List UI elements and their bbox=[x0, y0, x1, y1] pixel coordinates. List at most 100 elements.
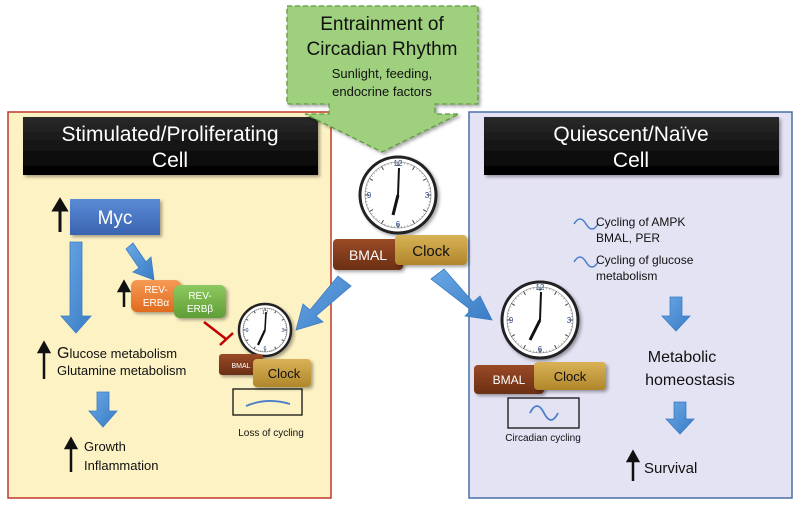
right-panel-title-line2: Cell bbox=[613, 149, 649, 172]
clock-tick bbox=[565, 300, 567, 302]
cycling-ampk-line1: Cycling of AMPK bbox=[596, 215, 685, 229]
clock-tick bbox=[373, 172, 375, 175]
down-arrow bbox=[661, 296, 691, 332]
clock-tick bbox=[563, 340, 565, 343]
clock-tick bbox=[423, 175, 425, 177]
entrainment-sub-line1: Sunlight, feeding, bbox=[332, 66, 432, 81]
clock-tick bbox=[410, 164, 412, 167]
growth-down-arrow bbox=[88, 391, 118, 428]
right-bmal-box bbox=[474, 365, 544, 394]
clock-tick bbox=[248, 315, 250, 317]
clock-tick bbox=[281, 339, 285, 342]
clock-tick bbox=[366, 184, 369, 186]
circadian-cycling-label: Circadian cycling bbox=[505, 433, 581, 444]
wave-icon bbox=[573, 256, 599, 268]
center-clock-icon: 12 3 6 9 bbox=[358, 155, 438, 235]
clock-tick bbox=[511, 303, 516, 306]
clock-tick bbox=[412, 219, 415, 224]
clock-tick bbox=[517, 343, 520, 345]
up-arrow-icon bbox=[36, 340, 52, 379]
clock-tick bbox=[369, 209, 374, 212]
clock-tick bbox=[387, 224, 389, 227]
clock-tick bbox=[569, 309, 572, 311]
clock-tick bbox=[526, 348, 528, 351]
clock-tick bbox=[520, 345, 522, 347]
cycling-glucose-line2: metabolism bbox=[596, 269, 657, 283]
clock-tick bbox=[280, 315, 282, 317]
rev-erb-alpha-box bbox=[131, 280, 181, 312]
clock-tick bbox=[552, 348, 554, 351]
clock-tick bbox=[280, 343, 282, 345]
clock-tick bbox=[568, 306, 571, 308]
entrainment-title-line1: Entrainment of bbox=[320, 14, 444, 35]
clock-numeral-6: 6 bbox=[396, 220, 401, 229]
clock-tick bbox=[513, 300, 515, 302]
clock-tick bbox=[511, 334, 516, 337]
clock-tick bbox=[247, 316, 249, 318]
myc-box bbox=[70, 199, 160, 235]
inflammation-label: Inflammation bbox=[84, 458, 158, 473]
clock-tick bbox=[247, 342, 249, 344]
clock-tick bbox=[366, 204, 369, 206]
clock-tick bbox=[375, 218, 378, 220]
clock-numeral-3: 3 bbox=[425, 191, 430, 200]
rev-erb-alpha-line2: ERBα bbox=[143, 298, 170, 309]
right-panel-title-box bbox=[484, 117, 779, 175]
clock-tick bbox=[554, 291, 557, 296]
clock-tick bbox=[564, 334, 569, 337]
center-to-right-arrow bbox=[430, 268, 493, 321]
wave-icon bbox=[573, 218, 599, 230]
right-clock-box bbox=[534, 362, 606, 390]
left-clock-icon: 12 3 6 9 bbox=[237, 302, 293, 358]
clock-tick bbox=[520, 293, 522, 295]
up-arrow-icon bbox=[116, 279, 132, 307]
center-clock-label: Clock bbox=[412, 243, 450, 260]
clock-tick bbox=[378, 220, 380, 222]
clock-numeral-3: 3 bbox=[281, 328, 284, 334]
clock-tick bbox=[371, 213, 373, 215]
clock-tick bbox=[281, 316, 283, 318]
circadian-cycling-box bbox=[507, 397, 580, 429]
clock-numeral-9: 9 bbox=[245, 328, 248, 334]
clock-tick bbox=[250, 313, 252, 315]
clock-tick bbox=[416, 168, 418, 170]
inhibition-bar bbox=[219, 332, 234, 346]
clock-numeral-12: 12 bbox=[536, 283, 545, 292]
entrainment-arrow bbox=[286, 5, 479, 153]
clock-tick bbox=[423, 213, 425, 215]
rev-erb-beta-box bbox=[174, 285, 226, 318]
clock-tick bbox=[274, 310, 277, 314]
clock-tick bbox=[422, 209, 427, 212]
clock-tick bbox=[509, 306, 512, 308]
center-to-left-arrow bbox=[295, 275, 352, 331]
clock-tick bbox=[277, 346, 279, 348]
up-arrow-icon bbox=[625, 449, 641, 481]
clock-tick bbox=[426, 181, 429, 183]
clock-tick bbox=[251, 312, 253, 314]
clock-tick bbox=[384, 223, 386, 226]
metabolic-line2: homeostasis bbox=[645, 372, 735, 389]
clock-tick bbox=[407, 163, 409, 166]
clock-tick bbox=[508, 329, 511, 331]
right-panel-title-line1: Quiescent/Naïve bbox=[553, 123, 708, 146]
clock-tick bbox=[367, 181, 370, 183]
clock-numeral-12: 12 bbox=[394, 159, 403, 168]
glucose-first-letter: G bbox=[57, 345, 69, 362]
myc-down-arrow bbox=[60, 241, 92, 334]
clock-tick bbox=[245, 318, 249, 321]
clock-tick bbox=[384, 164, 386, 167]
clock-tick bbox=[513, 338, 515, 340]
entrainment-sub-line2: endocrine factors bbox=[332, 84, 432, 99]
clock-tick bbox=[412, 166, 415, 171]
clock-tick bbox=[373, 215, 375, 218]
clock-tick bbox=[245, 339, 249, 342]
clock-tick bbox=[552, 289, 554, 292]
left-panel-title-line2: Cell bbox=[152, 149, 188, 172]
clock-tick bbox=[371, 175, 373, 177]
rev-erb-alpha-line1: REV- bbox=[144, 285, 167, 296]
clock-tick bbox=[564, 303, 569, 306]
clock-tick bbox=[568, 332, 571, 334]
cycling-ampk-line2: BMAL, PER bbox=[596, 231, 660, 245]
myc-to-reverb-arrow bbox=[125, 242, 155, 281]
clock-tick bbox=[558, 293, 560, 295]
